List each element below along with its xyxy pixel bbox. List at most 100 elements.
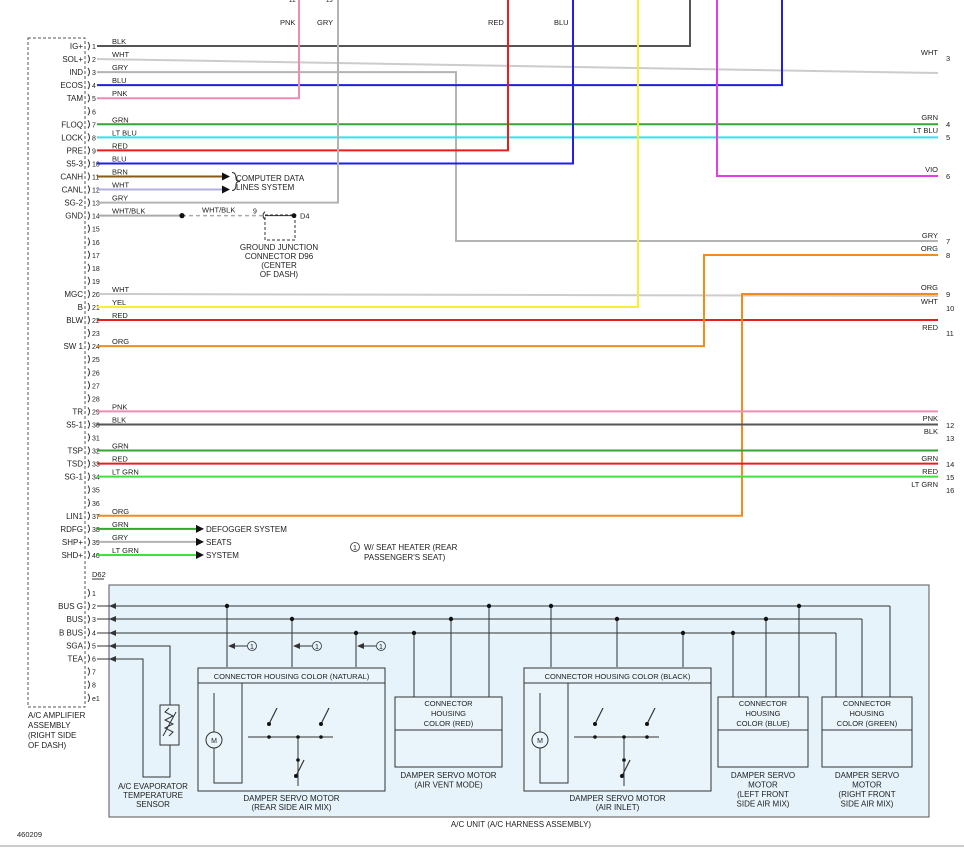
switch-contact [593, 722, 597, 726]
pin-function-label: S5-1 [66, 420, 83, 429]
connector-terminal [87, 80, 90, 90]
pin-number: 11 [92, 175, 99, 182]
can-arrow [222, 172, 230, 181]
pin-stub: 12 [289, 0, 296, 4]
connector-terminal [87, 341, 90, 351]
pin-function-label: TR [72, 407, 83, 416]
housing-title-bar [197, 667, 386, 684]
servo-motor-housing [717, 696, 809, 768]
connector-terminal [87, 133, 90, 142]
wire-color-label: WHT [112, 285, 129, 294]
connector-terminal [87, 185, 90, 194]
pin-function-label: SGA [66, 641, 84, 650]
housing-title: HOUSING [431, 709, 466, 718]
connector-terminal [87, 641, 90, 650]
wire-ind [97, 71, 938, 242]
pin-function-label: SG-2 [64, 199, 83, 208]
ac-unit-caption: A/C UNIT (A/C HARNESS ASSEMBLY) [451, 820, 592, 829]
connector-terminal [87, 315, 90, 325]
connector-terminal [87, 680, 90, 689]
pin-number: 2 [92, 604, 96, 611]
connector-terminal [87, 224, 90, 233]
connector-terminal [87, 354, 90, 364]
wire-color-label: GRN [112, 442, 129, 451]
pin-function-label: BUS [67, 615, 83, 624]
connector-terminal [87, 498, 90, 508]
amplifier-title-line: (RIGHT SIDE [28, 731, 76, 740]
bus-splice [289, 616, 295, 622]
housing-title: HOUSING [849, 709, 884, 718]
pin-number: 18 [92, 266, 100, 273]
switch-node [296, 735, 300, 739]
note-marker [376, 641, 386, 651]
top-wire-label: GRY [317, 18, 333, 27]
pin-number: 4 [92, 630, 96, 637]
connector-terminal [87, 667, 90, 676]
right-wire-label: RED [922, 323, 938, 332]
connector-terminal [87, 550, 90, 560]
servo-motor-label: DAMPER SERVO [835, 771, 899, 780]
wire-color-label: BLU [112, 154, 127, 163]
connector-terminal [87, 524, 90, 534]
servo-motor-housing [197, 667, 386, 792]
pin-number: 6 [92, 657, 96, 664]
servo-motor-label: DAMPER SERVO MOTOR [243, 794, 339, 803]
pin-number: 20 [92, 292, 100, 299]
can-lines-label: COMPUTER DATA [236, 174, 305, 183]
bus-splice [730, 630, 736, 636]
servo-motor-housing [523, 667, 712, 792]
bus-splice [224, 603, 230, 609]
wire-color-label: LT BLU [112, 128, 137, 137]
wire-pre [97, 0, 509, 152]
pin-number: 17 [92, 253, 100, 260]
switch-blade [594, 707, 604, 725]
pin-number: 32 [92, 449, 100, 456]
motor-symbol: M [537, 738, 543, 745]
right-wire-label: ORG [921, 283, 938, 292]
wire-color-label: WHT [112, 50, 129, 59]
switch-node [296, 758, 300, 762]
pin-function-label: CANL [62, 186, 84, 195]
defogger-arrow [196, 524, 204, 533]
connector-label: D62 [92, 570, 106, 579]
motor-wire [539, 683, 569, 784]
connector-terminal [87, 120, 90, 129]
connector-terminal [87, 433, 90, 442]
right-wire-label: WHT [921, 297, 938, 306]
connector-terminal [87, 198, 90, 207]
wire-color-label: LT GRN [112, 468, 139, 477]
connector-terminal [87, 601, 90, 611]
switch-blade [268, 707, 278, 725]
connector-terminal [87, 654, 90, 663]
pin-number: 34 [92, 475, 100, 482]
pin-function-label: SHP+ [62, 538, 83, 547]
pin-function-label: MGC [64, 290, 83, 299]
pin-number: 7 [92, 122, 96, 129]
switch-contact [294, 774, 298, 778]
right-wire-label: ORG [921, 244, 938, 253]
right-wire-label: GRN [921, 113, 938, 122]
pin-function-label: TAM [67, 94, 84, 103]
can-lines-label: LINES SYSTEM [236, 183, 295, 192]
pin-number: 40 [92, 553, 100, 560]
wire-lin1 [97, 293, 938, 517]
wire-color-label: WHT [112, 181, 129, 190]
pin-number: 33 [92, 462, 100, 469]
connector-terminal [87, 328, 90, 338]
pin-function-label: GND [65, 212, 83, 221]
wire-color-label: PNK [112, 89, 127, 98]
wire-sol [96, 58, 939, 75]
switch-node [593, 735, 597, 739]
bus-splice [353, 630, 359, 636]
sensor-label: SENSOR [136, 800, 170, 809]
servo-motor-housing [821, 696, 913, 768]
connector-terminal [87, 394, 90, 403]
sensor-label: TEMPERATURE [123, 791, 183, 800]
switch-blade [646, 707, 656, 725]
housing-title: CONNECTOR [739, 699, 788, 708]
right-wire-label: GRY [922, 231, 938, 240]
wire-color-label: GRY [112, 63, 128, 72]
connector-terminal [87, 485, 90, 494]
pin-function-label: SW 1 [63, 342, 83, 351]
switch-node [267, 735, 271, 739]
